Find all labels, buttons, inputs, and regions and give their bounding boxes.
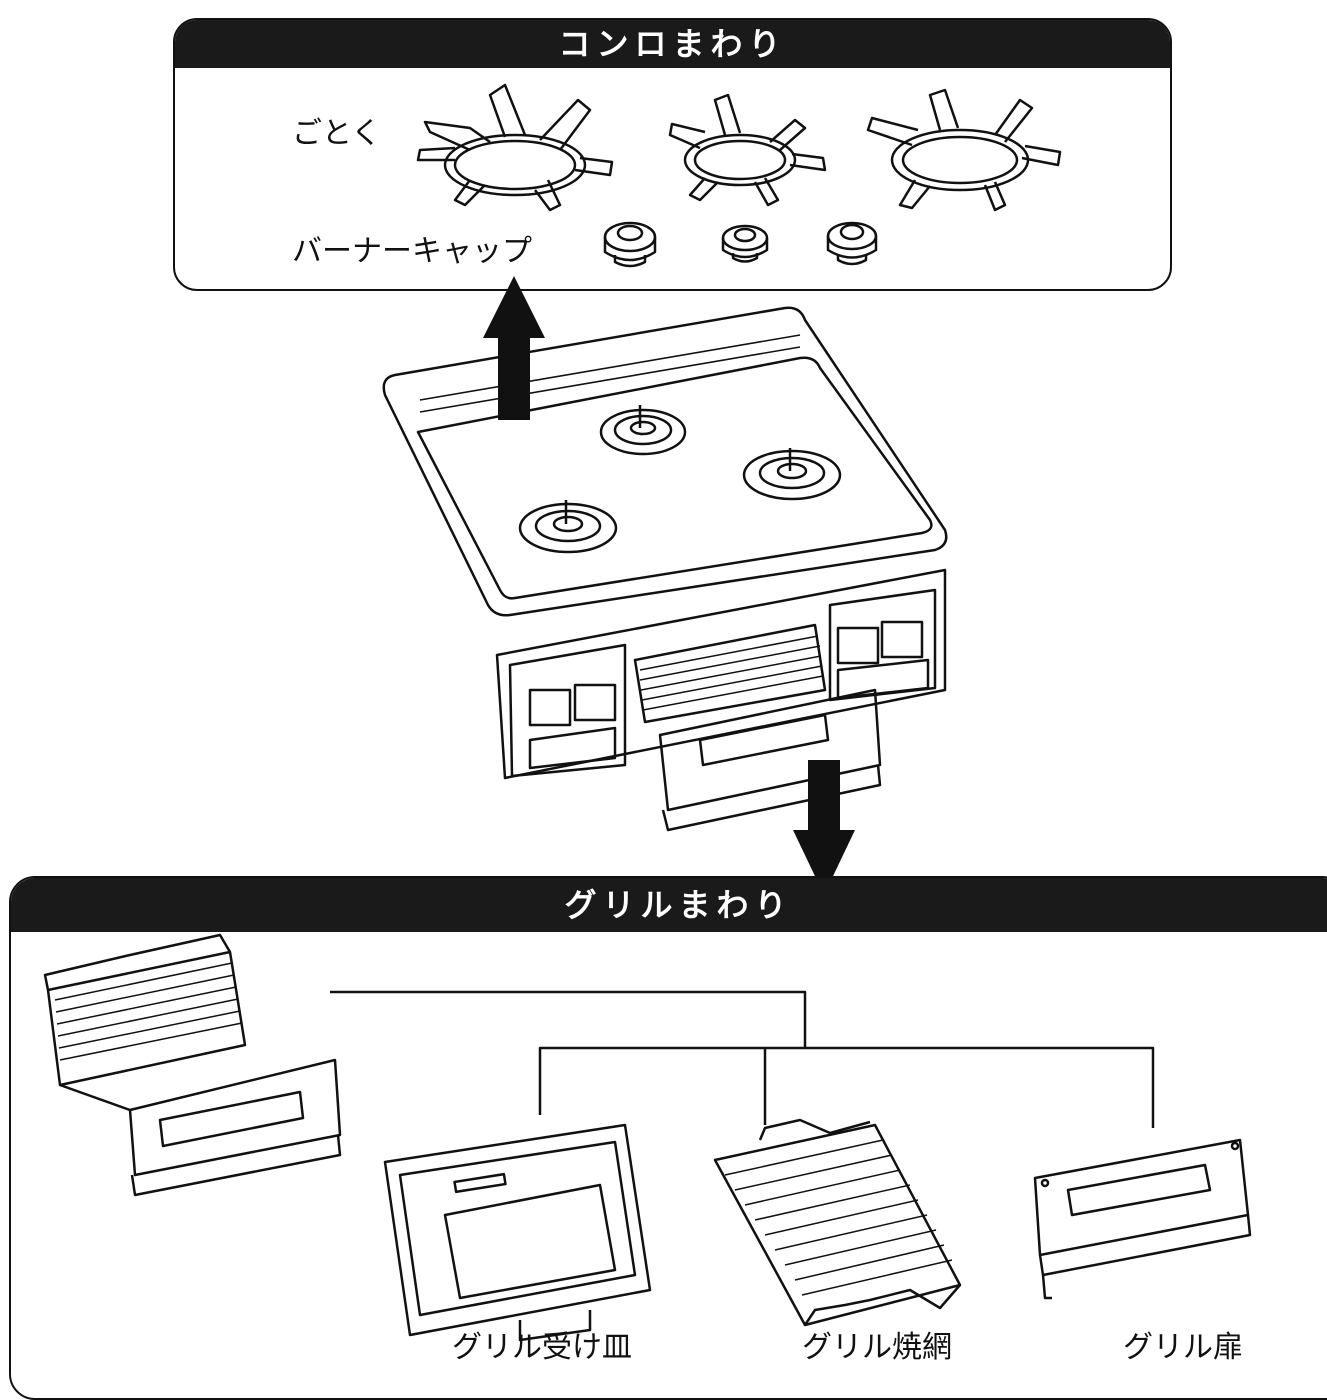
- grill-grate-icon: [715, 1120, 960, 1325]
- parts-connector-lines: [330, 992, 1153, 1128]
- grill-tray-icon: [385, 1125, 650, 1340]
- grill-drawer-assembled-icon: [45, 935, 340, 1195]
- grill-door-icon: [1035, 1140, 1250, 1298]
